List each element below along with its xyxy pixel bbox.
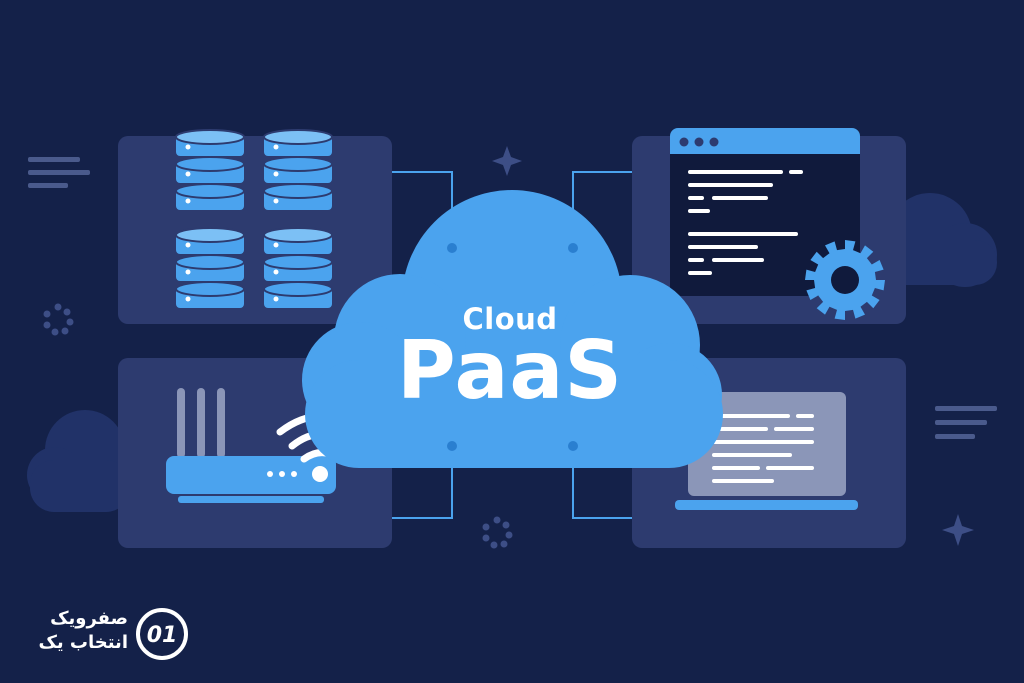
deco-lines-right (935, 406, 997, 439)
dots-icon (43, 303, 74, 336)
brand-logo-icon: 01 (136, 608, 188, 660)
brand-logo-text: 01 (147, 623, 178, 648)
gear-icon (805, 240, 885, 320)
cloud-title: PaaS (396, 324, 624, 417)
router-icon (166, 388, 336, 503)
background-cloud-right-icon (880, 193, 997, 287)
database-icon (175, 227, 245, 308)
database-icon (263, 227, 333, 308)
database-cluster (175, 129, 333, 308)
brand-tagline: انتخاب یک (38, 632, 128, 653)
cloud-subtitle: Cloud (462, 302, 558, 336)
connector-dots (447, 243, 578, 451)
background-cloud-left-icon (27, 410, 130, 512)
cloud-icon (302, 190, 723, 468)
database-icon (175, 129, 245, 210)
code-window-icon (670, 128, 860, 296)
sparkle-icon (942, 514, 974, 546)
laptop-icon (675, 392, 858, 510)
sparkle-icon (492, 146, 522, 176)
brand-name: صفرویک (50, 608, 128, 629)
panel-databases (118, 136, 392, 324)
deco-lines-left (28, 157, 90, 188)
database-icon (263, 129, 333, 210)
dots-icon (482, 516, 513, 549)
